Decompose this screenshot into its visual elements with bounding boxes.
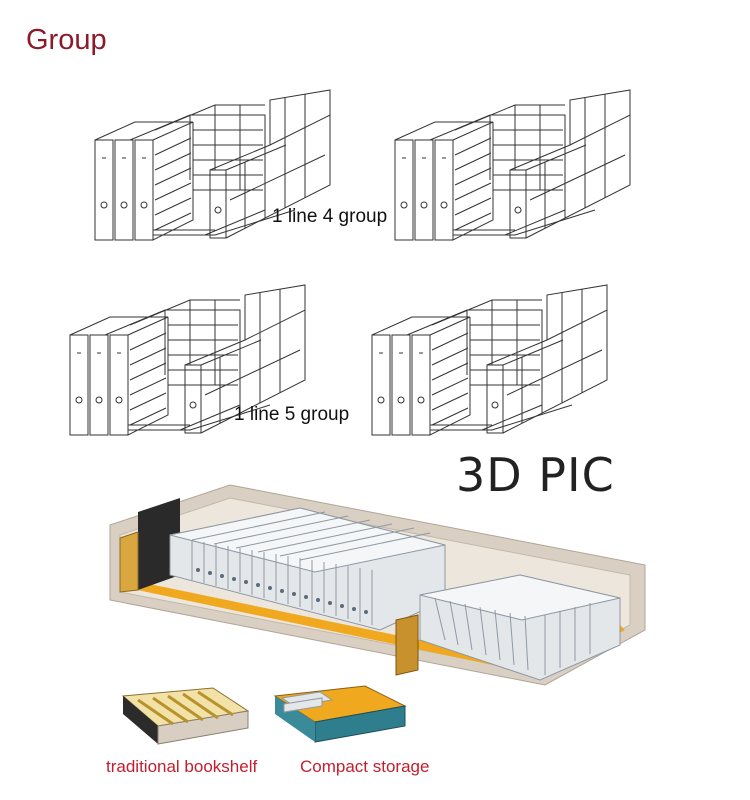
3d-room-illustration (109, 484, 646, 686)
traditional-bookshelf-thumbnail (121, 687, 250, 745)
legend-compact-storage: Compact storage (300, 757, 430, 776)
legend-traditional-bookshelf: traditional bookshelf (106, 757, 258, 776)
compact-storage-thumbnail (273, 685, 407, 743)
heading-3d-pic: 3D PIC (456, 448, 615, 502)
page-title: Group (26, 24, 107, 56)
caption-1-line-4-group: 1 line 4 group (272, 206, 388, 227)
cabinet-unit-4group-right (394, 89, 631, 241)
caption-1-line-5-group: 1 line 5 group (234, 404, 350, 425)
cabinet-unit-5group-right (371, 284, 608, 436)
